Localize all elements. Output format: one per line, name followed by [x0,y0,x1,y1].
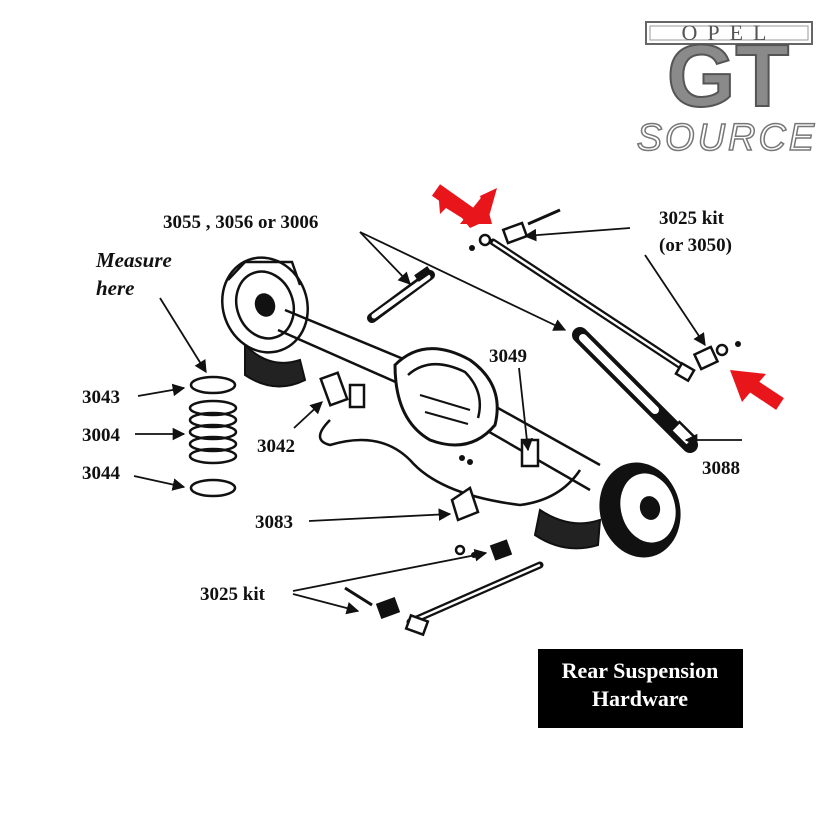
label-measure-line2: here [96,276,135,300]
leader-lines [133,227,742,615]
label-3083: 3083 [255,512,293,533]
shock-absorber-left [367,266,435,323]
shock-absorber-right [572,327,698,453]
red-arrow-upper [431,184,497,228]
logo-gt-text: GT [667,26,789,125]
title-box: Rear Suspension Hardware [538,649,743,728]
red-arrow-lower [730,370,784,410]
upper-control-arm [469,208,741,383]
title-line2: Hardware [592,686,688,711]
title-line1: Rear Suspension [562,658,719,683]
label-3042: 3042 [257,436,295,457]
label-3044: 3044 [82,463,121,484]
label-3049: 3049 [489,346,527,367]
label-kit-lower: 3025 kit [200,584,266,605]
label-kit-upper-line1: 3025 kit [659,208,725,229]
label-kit-upper-line2: (or 3050) [659,235,732,256]
opel-gt-source-logo: OPEL GT SOURCE [636,20,818,160]
logo-source-text: SOURCE [637,117,818,159]
axle-drawing [221,256,681,558]
label-3088: 3088 [702,458,740,479]
label-3004: 3004 [82,425,121,446]
part-labels: 3055 , 3056 or 3006 Measure here 3025 ki… [82,208,740,605]
label-measure-line1: Measure [95,248,172,272]
logo-opel-text: OPEL [682,20,777,45]
label-3043: 3043 [82,387,120,408]
coil-spring-3004 [188,375,238,498]
label-shocks: 3055 , 3056 or 3006 [163,212,318,233]
lower-control-arm [344,539,544,637]
